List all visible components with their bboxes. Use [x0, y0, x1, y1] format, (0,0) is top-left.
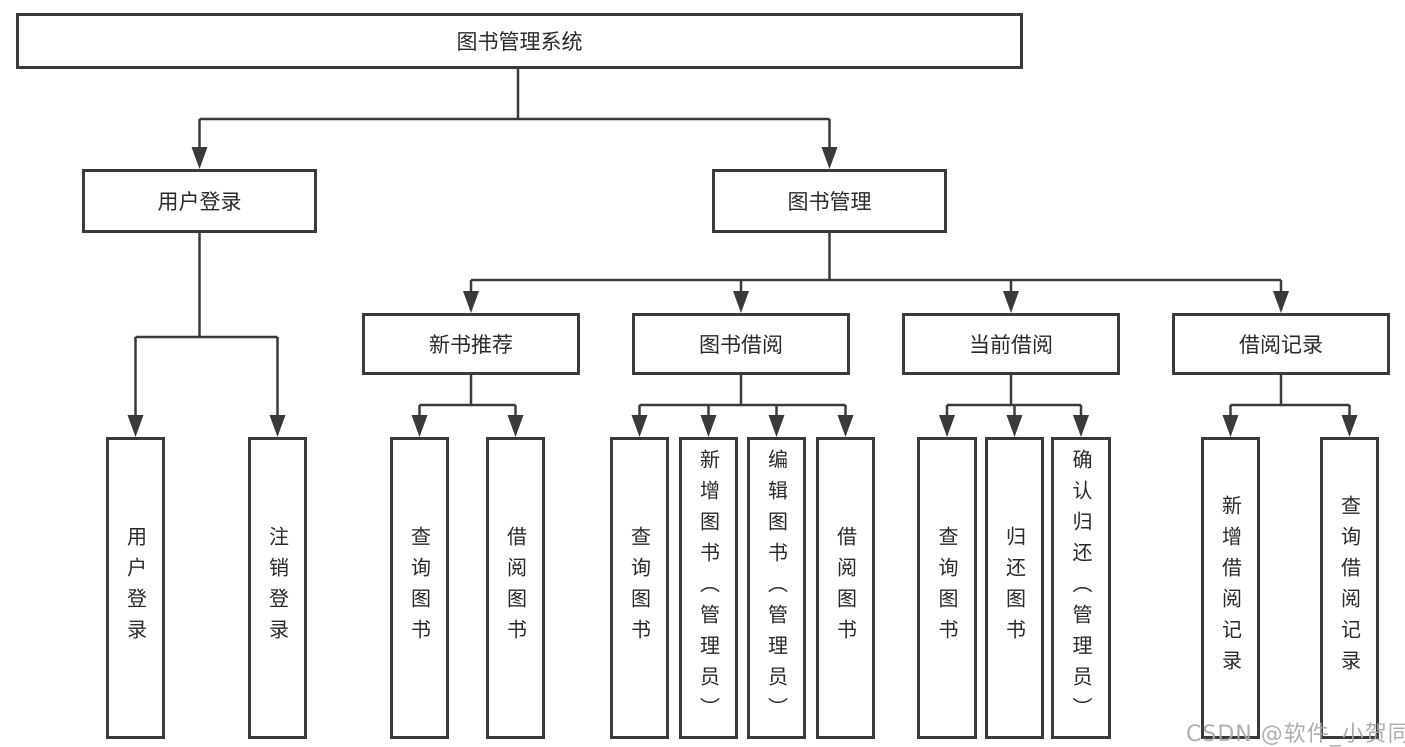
leaf-label: 查询图书	[627, 526, 652, 650]
leaf-label: 新增图书（管理员）	[696, 448, 721, 728]
node-label: 当前借阅	[969, 333, 1053, 357]
leaf-query-borrow-record: 查询借阅记录	[1320, 437, 1379, 739]
leaf-label: 编辑图书（管理员）	[764, 448, 789, 728]
leaf-add-borrow-record: 新增借阅记录	[1201, 437, 1260, 739]
leaf-label: 借阅图书	[833, 526, 858, 650]
leaf-label: 查询图书	[935, 526, 959, 650]
node-library-management-system: 图书管理系统	[16, 13, 1023, 69]
leaf-label: 新增借阅记录	[1218, 495, 1243, 681]
leaf-label: 用户登录	[123, 526, 148, 650]
leaf-borrow-books-borrowing: 借阅图书	[816, 437, 875, 739]
node-book-borrowing: 图书借阅	[632, 313, 850, 375]
node-book-management: 图书管理	[712, 169, 947, 233]
leaf-edit-book-admin: 编辑图书（管理员）	[747, 437, 806, 739]
leaf-logout: 注销登录	[248, 437, 307, 739]
leaf-query-books-recommend: 查询图书	[390, 437, 449, 739]
leaf-confirm-return-admin: 确认归还（管理员）	[1051, 437, 1111, 739]
csdn-watermark: CSDN @软件_小贺同学	[1186, 722, 1405, 747]
leaf-label: 确认归还（管理员）	[1069, 448, 1093, 728]
leaf-label: 注销登录	[265, 526, 290, 650]
leaf-return-book: 归还图书	[985, 437, 1044, 739]
leaf-add-book-admin: 新增图书（管理员）	[679, 437, 738, 739]
node-label: 新书推荐	[429, 333, 513, 357]
leaf-label: 归还图书	[1002, 526, 1027, 650]
node-label: 用户登录	[157, 190, 242, 214]
node-user-login: 用户登录	[82, 169, 317, 233]
node-label: 图书管理系统	[456, 30, 583, 54]
leaf-borrow-books-recommend: 借阅图书	[486, 437, 545, 739]
leaf-label: 查询借阅记录	[1337, 495, 1362, 681]
leaf-query-books-current: 查询图书	[917, 437, 977, 739]
node-label: 图书管理	[787, 190, 872, 214]
node-label: 图书借阅	[699, 333, 783, 357]
node-new-book-recommend: 新书推荐	[362, 313, 580, 375]
leaf-label: 借阅图书	[503, 526, 528, 650]
leaf-label: 查询图书	[407, 526, 432, 650]
leaf-query-books-borrowing: 查询图书	[610, 437, 669, 739]
node-borrowing-records: 借阅记录	[1172, 313, 1390, 375]
node-current-borrowing: 当前借阅	[902, 313, 1120, 375]
leaf-user-login: 用户登录	[106, 437, 165, 739]
node-label: 借阅记录	[1239, 333, 1323, 357]
